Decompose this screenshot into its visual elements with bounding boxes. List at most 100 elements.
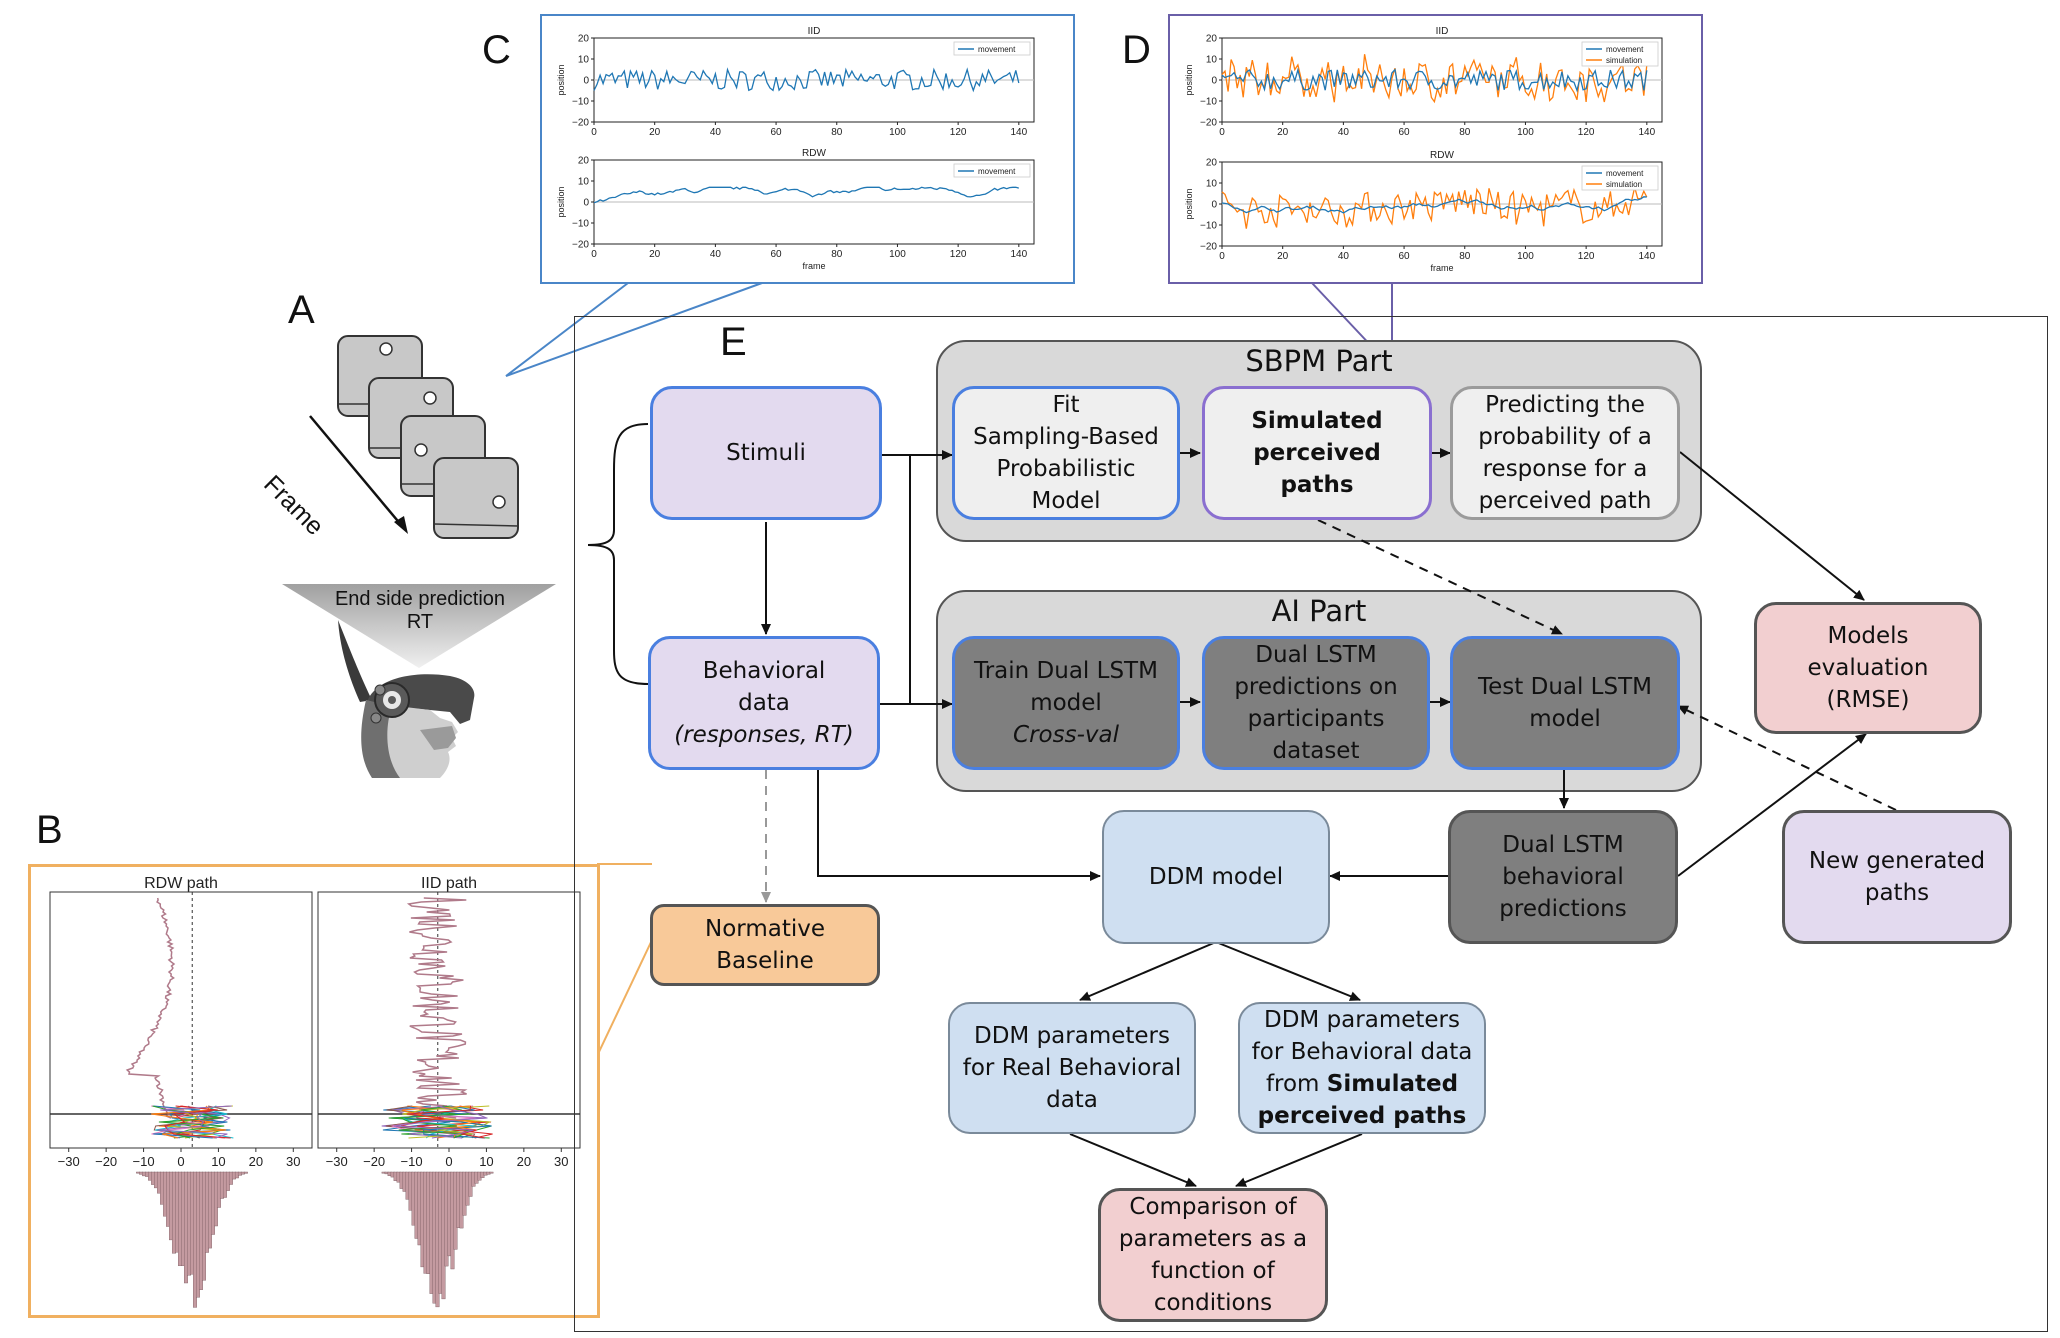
x-tick-label: 140 xyxy=(1638,251,1655,262)
node-normative-baseline: Normative Baseline xyxy=(650,904,880,986)
node-ddm-params-real: DDM parameters for Real Behavioral data xyxy=(948,1002,1196,1134)
x-tick-label: 0 xyxy=(177,1154,184,1169)
end-path xyxy=(393,1105,487,1139)
node-predicting-line3: response for a xyxy=(1482,456,1648,482)
node-predicting-probability: Predicting the probability of a response… xyxy=(1450,386,1680,520)
legend-box xyxy=(1581,165,1659,191)
x-tick-label: 10 xyxy=(211,1154,225,1169)
node-ddm-params-simulated: DDM parameters for Behavioral data from … xyxy=(1238,1002,1486,1134)
legend: movement simulation xyxy=(1581,41,1659,67)
y-tick-label: 20 xyxy=(1206,158,1218,169)
legend-box xyxy=(953,41,1031,56)
panel-letter-d: D xyxy=(1122,28,1151,72)
x-tick-label: 40 xyxy=(710,127,722,138)
node-behavioral-line3: (responses, RT) xyxy=(674,722,854,748)
x-tick-label: 120 xyxy=(1578,127,1595,138)
end-path xyxy=(152,1105,225,1139)
node-fit-line4: Model xyxy=(1031,488,1101,514)
node-newpaths-line1: New generated xyxy=(1808,848,1986,874)
y-tick-label: −20 xyxy=(1200,242,1217,253)
arrow-ddm-real xyxy=(1079,941,1217,1001)
node-new-generated-paths: New generated paths xyxy=(1782,810,2012,944)
ai-part-title: AI Part xyxy=(1271,594,1367,628)
histogram-bar xyxy=(243,1171,248,1174)
legend-label-movement: movement xyxy=(978,167,1016,176)
chart-title: RDW xyxy=(802,148,826,159)
legend-label-movement: movement xyxy=(1606,45,1644,54)
chart-title: RDW xyxy=(1430,150,1454,161)
node-dualpred-line2: predictions on xyxy=(1234,674,1398,700)
node-normative-line1: Normative xyxy=(705,916,825,942)
series-simulation xyxy=(1221,54,1648,104)
node-behavioral-line1: Behavioral xyxy=(702,658,826,684)
frame-arrow xyxy=(309,415,403,527)
arrow-lstmbeh-eval xyxy=(1677,733,1867,877)
stimulus-frame-4 xyxy=(433,457,519,539)
participant-head-icon xyxy=(338,620,475,778)
node-comparison-line1: Comparison of xyxy=(1129,1194,1297,1220)
y-tick-label: 10 xyxy=(1206,179,1218,190)
node-predicting-line1: Predicting the xyxy=(1485,392,1645,418)
series-movement xyxy=(1221,67,1648,93)
y-tick-label: −10 xyxy=(572,97,589,108)
legend-box xyxy=(953,163,1031,178)
end-path xyxy=(164,1105,231,1139)
node-train-line2: model xyxy=(1030,690,1102,716)
y-tick-label: 10 xyxy=(578,177,590,188)
y-tick-label: 10 xyxy=(578,55,590,66)
legend-label-simulation: simulation xyxy=(1606,56,1642,65)
y-tick-label: 0 xyxy=(1211,200,1217,211)
node-test-line1: Test Dual LSTM xyxy=(1478,674,1652,700)
plot-area xyxy=(49,891,313,1149)
end-path xyxy=(154,1105,234,1139)
node-comparison: Comparison of parameters as a function o… xyxy=(1098,1188,1328,1322)
node-comparison-line4: conditions xyxy=(1153,1290,1273,1316)
node-ddmsim-line1: DDM parameters xyxy=(1264,1007,1460,1033)
x-tick-label: 140 xyxy=(1010,249,1027,260)
node-stimuli: Stimuli xyxy=(650,386,882,520)
chart-title: IID xyxy=(1436,26,1449,37)
x-tick-label: 40 xyxy=(1338,127,1350,138)
node-behavioral-data: Behavioral data (responses, RT) xyxy=(648,636,880,770)
y-axis-label: position xyxy=(1184,64,1194,95)
end-path xyxy=(400,1105,485,1139)
x-tick-label: 140 xyxy=(1010,127,1027,138)
x-tick-label: 80 xyxy=(831,127,843,138)
node-ddmreal-line2: for Real Behavioral xyxy=(962,1055,1182,1081)
x-tick-label: −20 xyxy=(95,1154,117,1169)
x-tick-label: 60 xyxy=(1399,251,1411,262)
x-tick-label: 30 xyxy=(286,1154,300,1169)
node-dualpred-line4: dataset xyxy=(1272,738,1360,764)
end-path xyxy=(398,1105,465,1139)
node-ddmreal-line1: DDM parameters xyxy=(974,1023,1170,1049)
node-eval-line1: Models xyxy=(1827,623,1909,649)
x-tick-label: 0 xyxy=(445,1154,452,1169)
node-train-lstm: Train Dual LSTM model Cross-val xyxy=(952,636,1180,770)
x-tick-label: 100 xyxy=(889,127,906,138)
node-simulated-paths: Simulated perceived paths xyxy=(1202,386,1432,520)
node-normative-line2: Baseline xyxy=(716,948,814,974)
legend-label-movement: movement xyxy=(1606,169,1644,178)
panel-letter-c: C xyxy=(482,28,511,72)
node-ddmreal-line3: data xyxy=(1046,1087,1098,1113)
y-tick-label: 20 xyxy=(578,156,590,167)
node-ddmsim-line3a: from xyxy=(1265,1071,1327,1097)
node-train-line3: Cross-val xyxy=(1013,722,1119,748)
arrow-ddm-sim xyxy=(1215,941,1361,1001)
y-axis-label: position xyxy=(556,64,566,95)
node-ddmsim-line3b: Simulated xyxy=(1326,1071,1459,1097)
x-tick-label: 120 xyxy=(950,249,967,260)
node-lstmbeh-line3: predictions xyxy=(1499,896,1627,922)
chart-title: IID xyxy=(808,26,821,37)
legend-label-simulation: simulation xyxy=(1606,180,1642,189)
y-axis-label: position xyxy=(1184,188,1194,219)
series-movement xyxy=(593,186,1019,204)
y-tick-label: −20 xyxy=(572,118,589,129)
panel-letter-e: E xyxy=(720,320,747,364)
x-axis-label: frame xyxy=(802,261,825,271)
x-tick-label: 140 xyxy=(1638,127,1655,138)
